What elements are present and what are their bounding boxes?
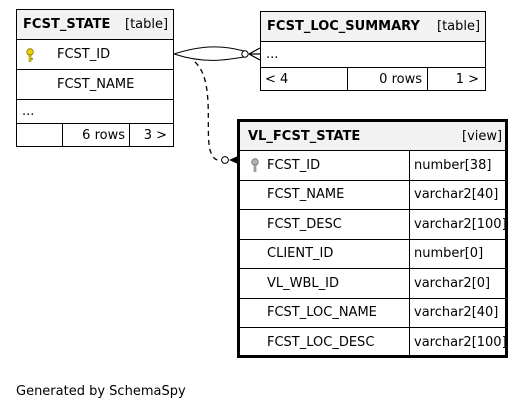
table-name[interactable]: VL_FCST_STATE [248,128,361,144]
ellipsis: ... [22,104,35,119]
table-name[interactable]: FCST_STATE [23,17,111,32]
children-nav-link[interactable]: 3 > [129,124,173,146]
row-count: 0 rows [347,68,427,90]
column-row[interactable]: CLIENT_ID number[0] [240,239,508,269]
column-row[interactable]: FCST_NAME [17,70,173,100]
table-fcst-loc-summary[interactable]: FCST_LOC_SUMMARY [table] ... < 4 0 rows … [260,11,486,91]
column-type: varchar2[40] [409,180,508,209]
column-name: CLIENT_ID [267,246,334,262]
column-row[interactable]: FCST_ID number[38] [240,151,505,181]
optional-circle-marker [221,156,229,164]
relationship-line-loc-summary [173,46,245,55]
column-type: varchar2[40] [409,298,508,327]
column-row[interactable]: FCST_LOC_DESC varchar2[100] [240,328,508,358]
column-type: varchar2[0] [409,269,508,298]
table-footer: 6 rows 3 > [17,124,173,146]
table-header: FCST_LOC_SUMMARY [table] [261,12,485,42]
table-header: FCST_STATE [table] [17,10,173,40]
parents-nav-link[interactable]: < 4 [265,71,289,87]
column-name: FCST_DESC [267,216,342,232]
column-name: FCST_LOC_NAME [267,305,377,321]
primary-key-icon [250,151,260,180]
row-count: 6 rows [62,124,129,146]
column-name: FCST_NAME [57,77,135,92]
optional-circle-marker [241,50,249,58]
more-columns-row: ... [17,100,173,124]
column-name: FCST_LOC_DESC [267,335,375,351]
table-fcst-state[interactable]: FCST_STATE [table] FCST_ID FCST_NAME ...… [16,9,174,147]
column-type: varchar2[100] [409,328,508,358]
column-row[interactable]: FCST_LOC_NAME varchar2[40] [240,298,508,328]
column-name: FCST_NAME [267,187,345,203]
column-row[interactable]: FCST_NAME varchar2[40] [240,180,508,210]
table-kind: [view] [462,128,503,144]
column-name: VL_WBL_ID [267,275,339,291]
column-row[interactable]: FCST_ID [17,40,173,70]
crows-foot-marker [248,47,261,61]
column-type: varchar2[100] [409,210,508,239]
column-row[interactable]: VL_WBL_ID varchar2[0] [240,269,505,299]
children-nav-link[interactable]: 1 > [427,68,485,90]
column-name: FCST_ID [57,47,111,62]
primary-key-icon [25,40,35,69]
table-name[interactable]: FCST_LOC_SUMMARY [267,19,420,34]
generated-by-footer: Generated by SchemaSpy [16,384,186,399]
column-type: number[38] [409,151,508,180]
column-row[interactable]: FCST_DESC varchar2[100] [240,210,508,240]
relationship-line-vl-view [194,61,225,161]
table-footer: < 4 0 rows 1 > [261,68,485,90]
ellipsis: ... [266,47,279,62]
table-kind: [table] [125,17,169,32]
table-header: VL_FCST_STATE [view] [240,122,505,151]
table-kind: [table] [437,19,481,34]
column-type: number[0] [409,239,508,268]
column-name: FCST_ID [267,157,321,173]
more-columns-row: ... [261,42,485,68]
